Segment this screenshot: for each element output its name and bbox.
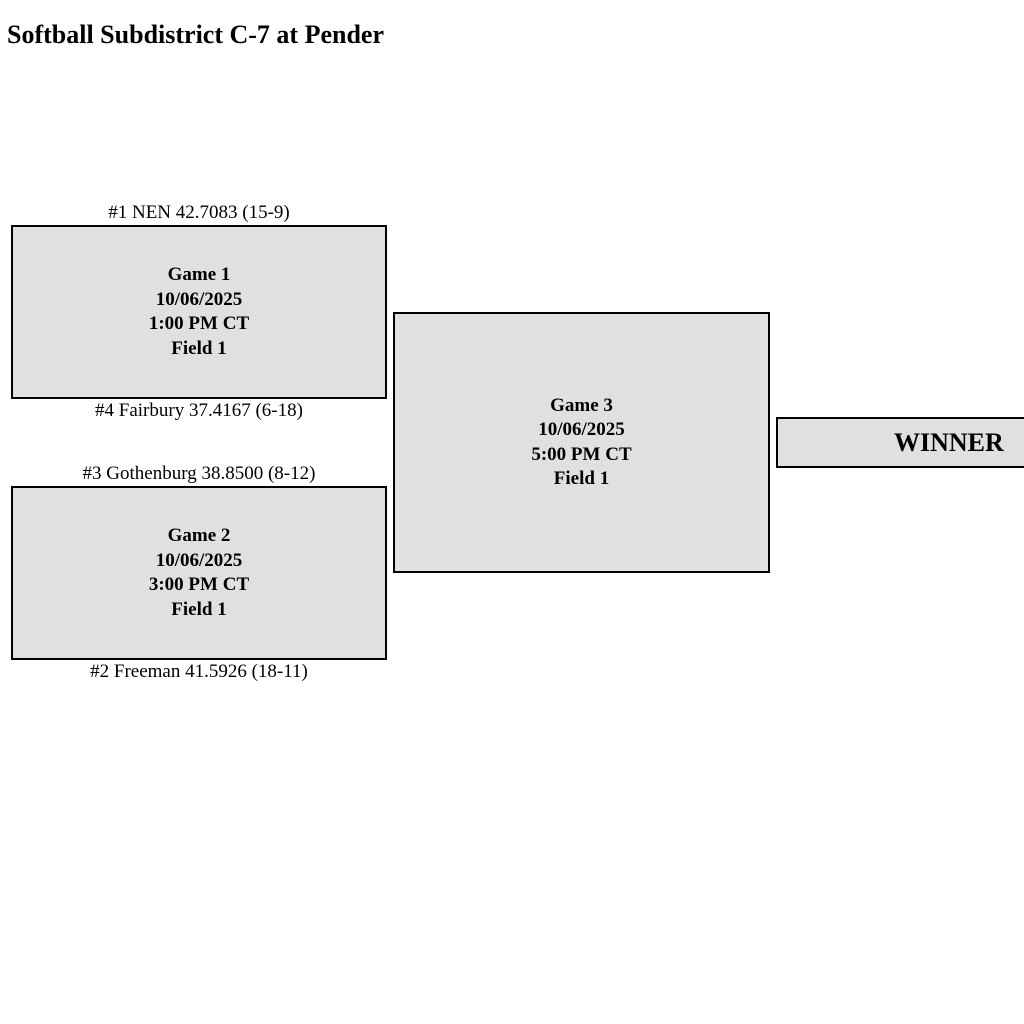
game-1-time: 1:00 PM CT: [148, 313, 250, 334]
game-1-date: 10/06/2025: [155, 288, 243, 310]
game-2-time: 3:00 PM CT: [148, 574, 250, 595]
game-2-field: Field 1: [171, 598, 227, 620]
game-3-box: Game 3 10/06/2025 5:00 PM CT Field 1: [393, 312, 770, 573]
team-seed-4: #4 Fairbury 37.4167 (6-18): [95, 400, 303, 421]
team-seed-2: #2 Freeman 41.5926 (18-11): [90, 661, 308, 682]
game-1-name: Game 1: [167, 264, 231, 285]
winner-box: WINNER: [776, 417, 1024, 468]
game-2-box: Game 2 10/06/2025 3:00 PM CT Field 1: [11, 486, 387, 660]
winner-label: WINNER: [894, 427, 1004, 457]
game-1-field: Field 1: [171, 337, 227, 359]
game-1-box: Game 1 10/06/2025 1:00 PM CT Field 1: [11, 225, 387, 399]
page-title: Softball Subdistrict C-7 at Pender: [7, 20, 384, 49]
game-3-field: Field 1: [553, 468, 610, 489]
game-3-name: Game 3: [550, 394, 613, 416]
game-3-date: 10/06/2025: [538, 419, 625, 440]
team-seed-3: #3 Gothenburg 38.8500 (8-12): [82, 463, 316, 484]
game-2-date: 10/06/2025: [155, 549, 243, 571]
team-seed-1: #1 NEN 42.7083 (15-9): [108, 202, 290, 223]
game-2-name: Game 2: [167, 525, 231, 546]
game-3-time: 5:00 PM CT: [531, 443, 632, 465]
